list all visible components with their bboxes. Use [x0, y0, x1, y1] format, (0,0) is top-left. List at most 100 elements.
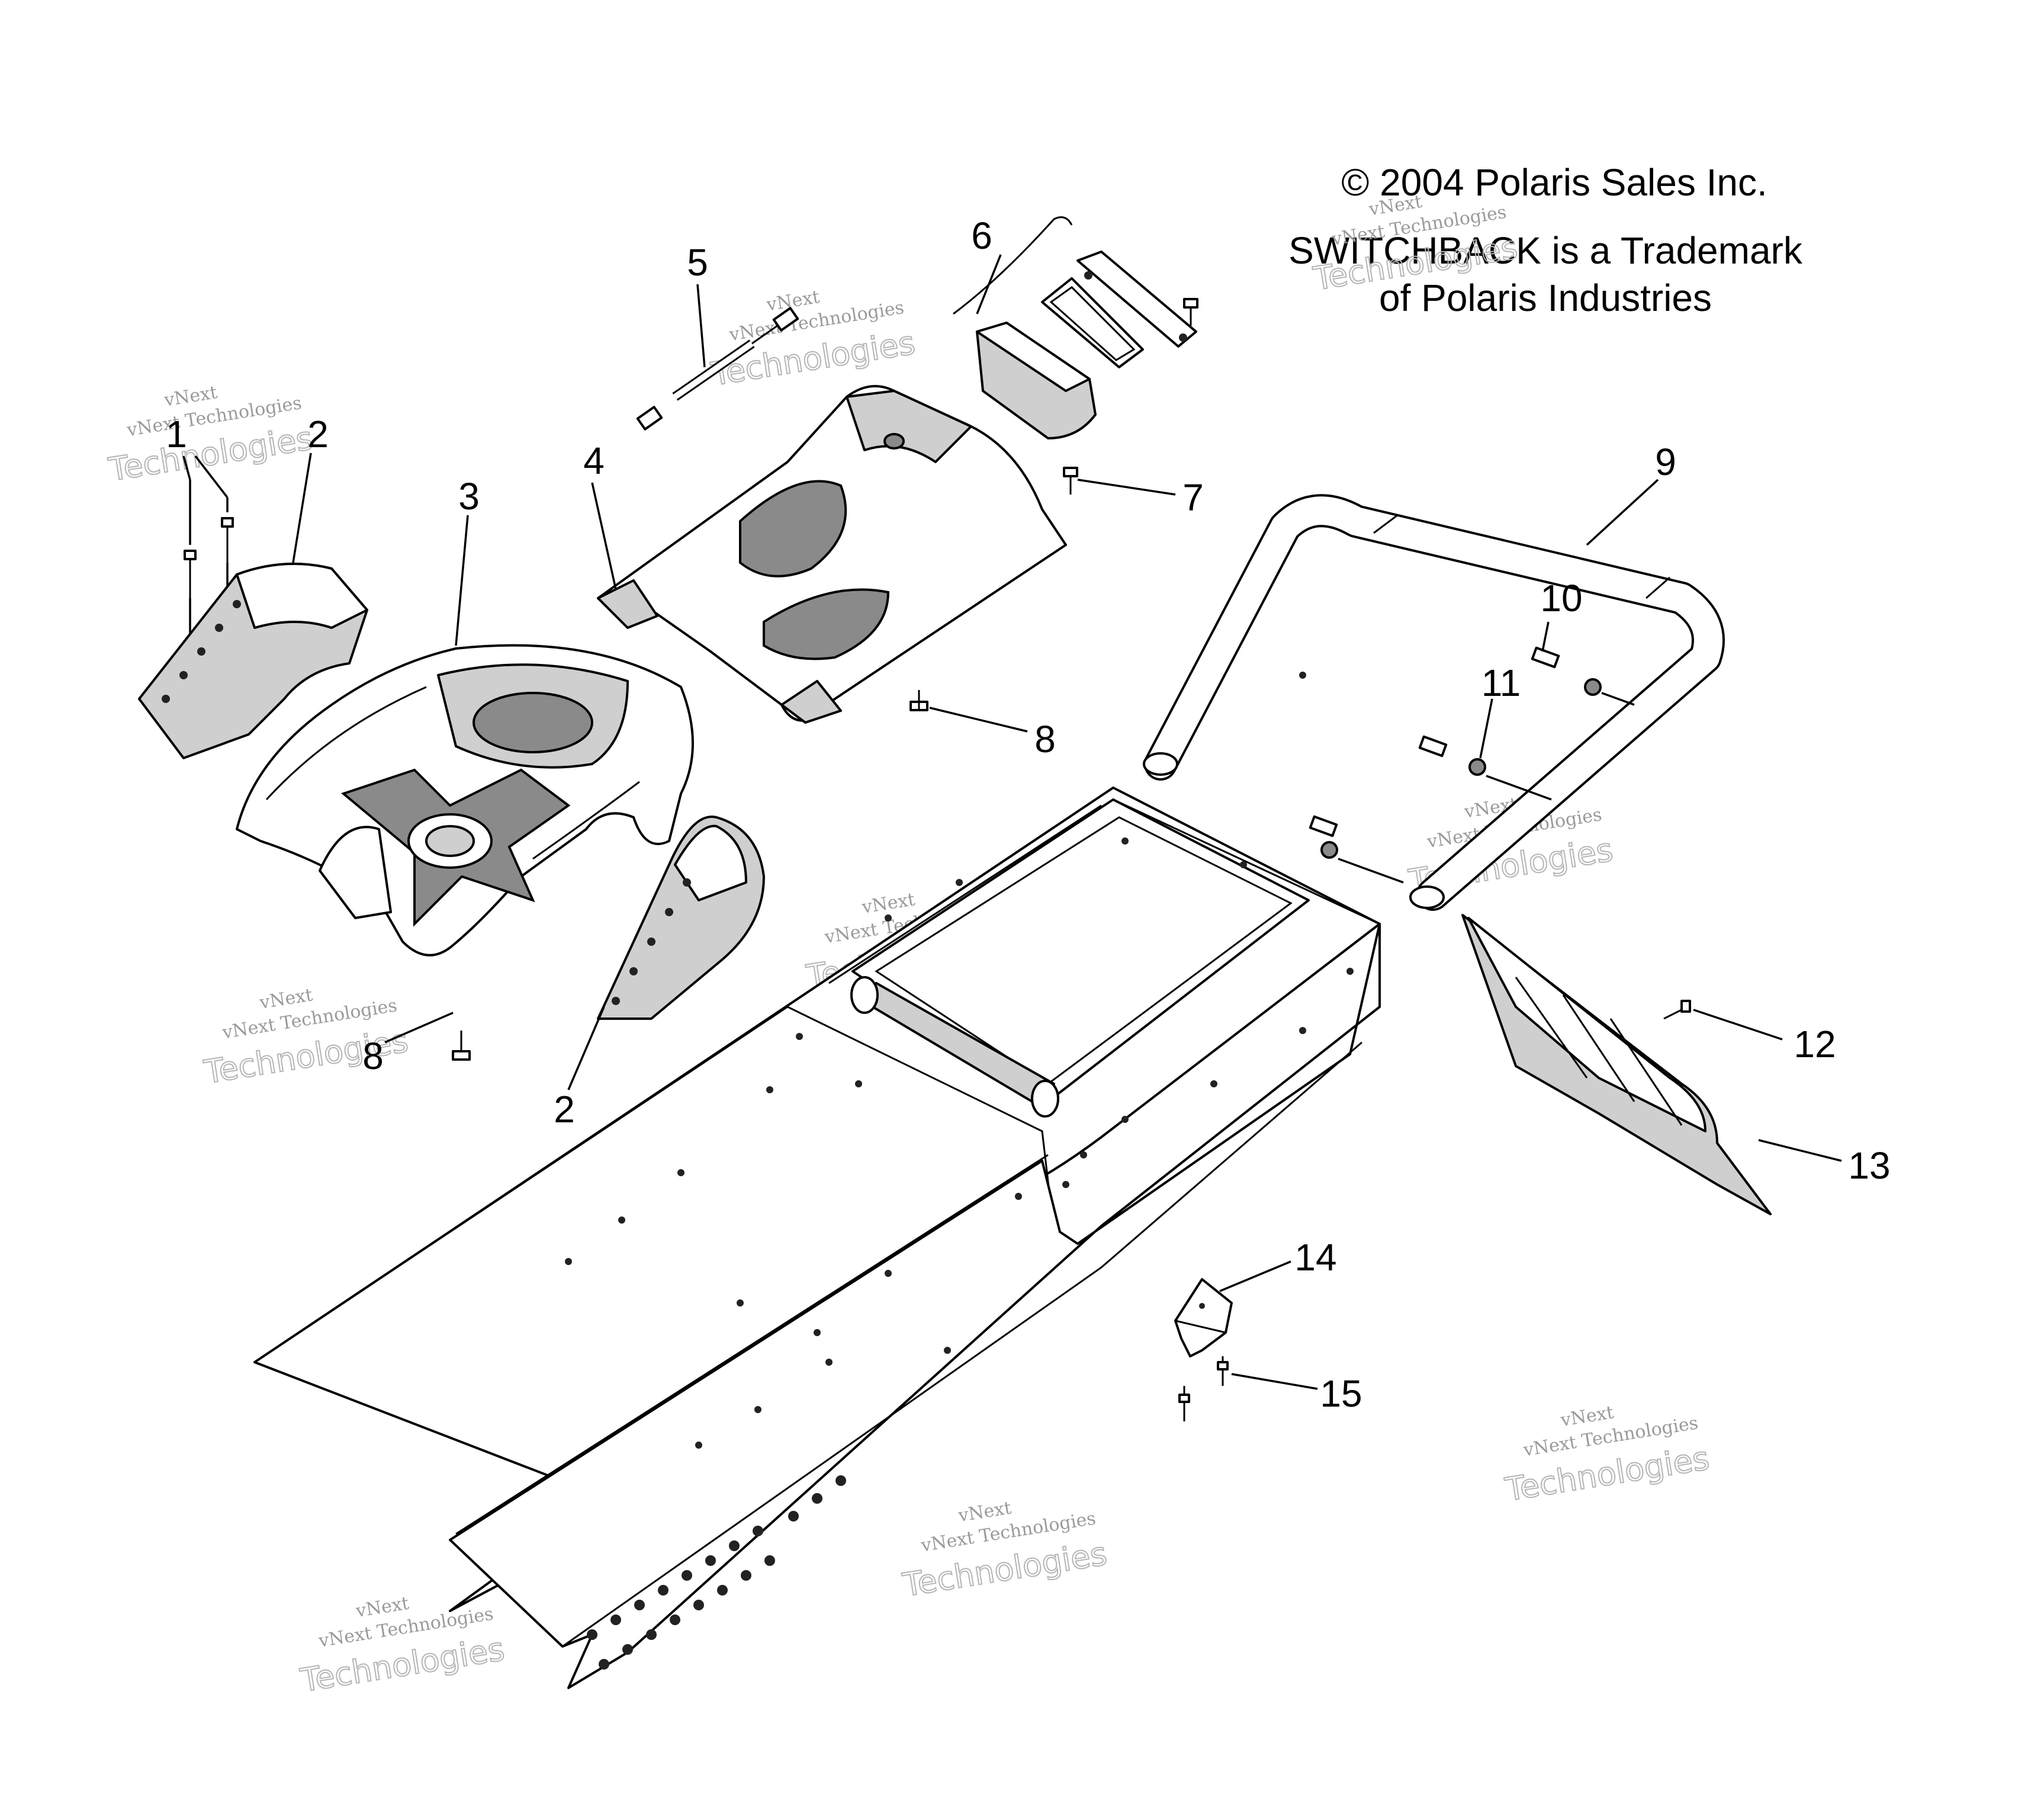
rivet	[1299, 1027, 1306, 1034]
tunnel-side-line	[455, 1154, 1049, 1535]
leader-2b	[567, 1006, 605, 1090]
vent-hole	[634, 1600, 645, 1610]
leader-5	[696, 284, 706, 368]
panel-hole	[683, 878, 691, 887]
vent-hole	[587, 1629, 597, 1640]
rivet	[677, 1169, 684, 1176]
callout-7: 7	[1182, 476, 1204, 519]
side-panel-left-face	[236, 563, 368, 629]
hinge-roller	[850, 976, 1059, 1118]
rivet	[1015, 1193, 1022, 1200]
tunnel-lower-rail	[562, 1041, 1362, 1648]
trademark-line-2: of Polaris Industries	[1379, 277, 1712, 319]
part-15-rivets	[1178, 1356, 1229, 1421]
rivet	[825, 1359, 833, 1366]
rivet	[1346, 968, 1354, 975]
screw-head	[1063, 467, 1078, 477]
part-5-gas-strut	[636, 307, 799, 431]
rivet	[885, 914, 892, 922]
rivet-head	[1178, 1394, 1190, 1403]
leader-6	[976, 254, 1002, 314]
leader-4	[591, 482, 617, 590]
callout-2b: 2	[554, 1088, 575, 1131]
bolt-guide	[1601, 692, 1635, 706]
lens-screw	[1183, 298, 1198, 309]
part-12-clip	[1663, 1000, 1691, 1020]
snow-flap-face	[1467, 917, 1706, 1132]
tray-fastener	[883, 433, 905, 450]
callout-numbers: 1 2 3 4 5 6 7 8 8 2 9 10 11 12 13 14 15	[166, 214, 1890, 1415]
grab-bar-seam	[1373, 514, 1398, 534]
rivet	[766, 1086, 773, 1093]
tunnel-left-edge	[254, 1006, 788, 1363]
leader-14	[1219, 1260, 1291, 1292]
rivet	[956, 879, 963, 886]
tail-light-recess	[473, 692, 593, 753]
watermark-8: vNext vNext Technologies Technologies	[899, 1498, 1110, 1605]
snow-flap-rib	[1562, 994, 1635, 1102]
tail-left-fin	[319, 826, 392, 919]
leader-1	[182, 455, 229, 545]
rear-tray-wall	[846, 390, 972, 463]
callout-9: 9	[1655, 441, 1676, 483]
rivet	[885, 1270, 892, 1277]
callout-2a: 2	[307, 413, 329, 455]
part-3-tail-housing	[236, 644, 694, 956]
rivet	[1062, 1181, 1069, 1188]
tail-light-bracket	[953, 216, 1073, 315]
snow-flap-rib	[1609, 1018, 1683, 1126]
watermark-9: vNext vNext Technologies Technologies	[1502, 1402, 1712, 1509]
callout-4: 4	[583, 439, 605, 482]
watermark-2: vNext vNext Technologies Technologies	[708, 287, 918, 394]
panel-hole	[665, 908, 673, 916]
panel-hole	[233, 600, 241, 608]
rivet	[1080, 1151, 1087, 1158]
leader-lines	[182, 254, 1842, 1390]
callout-5: 5	[687, 241, 708, 284]
rivet	[944, 1347, 951, 1354]
clip-head	[1680, 1000, 1691, 1013]
rivet	[1210, 1080, 1217, 1087]
callout-11: 11	[1481, 662, 1521, 704]
bolt	[1309, 815, 1338, 837]
part-8-fasteners	[452, 690, 928, 1061]
panel-hole	[629, 967, 638, 975]
vent-hole	[729, 1540, 740, 1551]
bracket-fold	[1175, 1320, 1226, 1334]
tail-light-gasket-inner	[1049, 286, 1136, 361]
screw-head	[184, 550, 197, 560]
rivet	[695, 1442, 702, 1449]
callout-1: 1	[166, 413, 187, 455]
part-2-left-panel	[138, 563, 368, 759]
leader-8b	[384, 1012, 454, 1044]
tail-light-gasket	[1041, 277, 1144, 368]
leader-7	[1077, 479, 1176, 496]
tail-light-housing-top	[976, 322, 1091, 392]
tail-light-lens	[1076, 251, 1197, 348]
callout-3: 3	[458, 475, 480, 518]
vent-hole	[599, 1659, 609, 1670]
seat-frame-rail	[1113, 798, 1380, 925]
rivet	[618, 1216, 625, 1224]
part-14-bracket	[1174, 1278, 1233, 1357]
trademark-line-1: SWITCHBACK is a Trademark	[1288, 229, 1803, 272]
vent-hole	[717, 1585, 728, 1596]
nut	[1320, 841, 1338, 859]
rear-tray-rear-flap	[780, 680, 842, 724]
rear-tray-opening	[739, 480, 847, 577]
tail-housing-ridge-2	[532, 781, 640, 860]
vent-hole	[682, 1570, 692, 1581]
bracket-body	[1174, 1278, 1233, 1357]
strut-cylinder-fill	[673, 341, 754, 400]
leader-3	[455, 515, 469, 646]
bolt	[1418, 735, 1448, 757]
strut-rod	[751, 322, 782, 345]
grab-bar-end-right	[1409, 885, 1445, 909]
vent-hole	[835, 1475, 846, 1486]
part-6-tail-light	[953, 216, 1198, 439]
vent-hole	[788, 1511, 799, 1522]
rivet	[814, 1329, 821, 1336]
panel-hole	[612, 997, 620, 1005]
callout-6: 6	[971, 214, 992, 257]
